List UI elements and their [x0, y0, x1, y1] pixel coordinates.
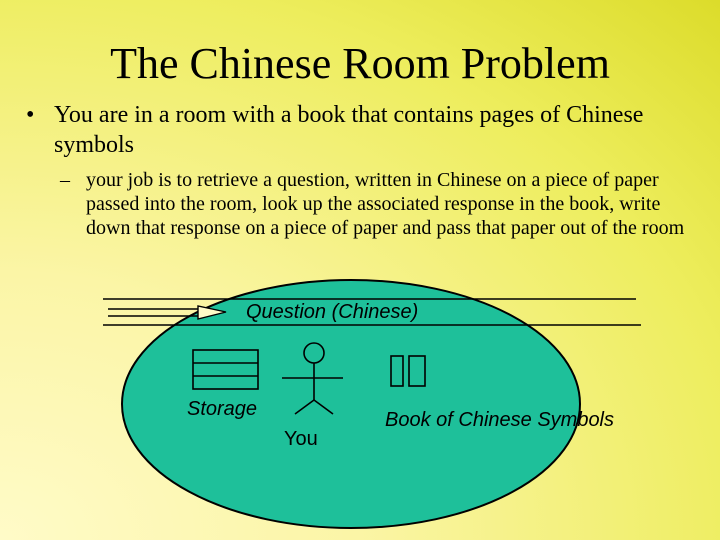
sub-bullet-marker: –: [60, 169, 70, 191]
paper-slot-lines: [103, 298, 641, 326]
bullet-text: You are in a room with a book that conta…: [54, 102, 644, 158]
room-ellipse: [121, 279, 581, 529]
person-label: You: [284, 428, 318, 450]
slide-title: The Chinese Room Problem: [110, 39, 610, 88]
book-label: Book of Chinese Symbols: [385, 409, 615, 431]
arrow-icon: [197, 305, 227, 320]
book-icon: [390, 355, 426, 387]
bullet-marker: •: [26, 102, 35, 128]
person-icon: [282, 342, 343, 415]
sub-bullet-text: your job is to retrieve a question, writ…: [86, 169, 685, 239]
storage-icon: [192, 349, 259, 390]
question-label: Question (Chinese): [246, 301, 419, 323]
storage-label: Storage: [187, 398, 258, 420]
